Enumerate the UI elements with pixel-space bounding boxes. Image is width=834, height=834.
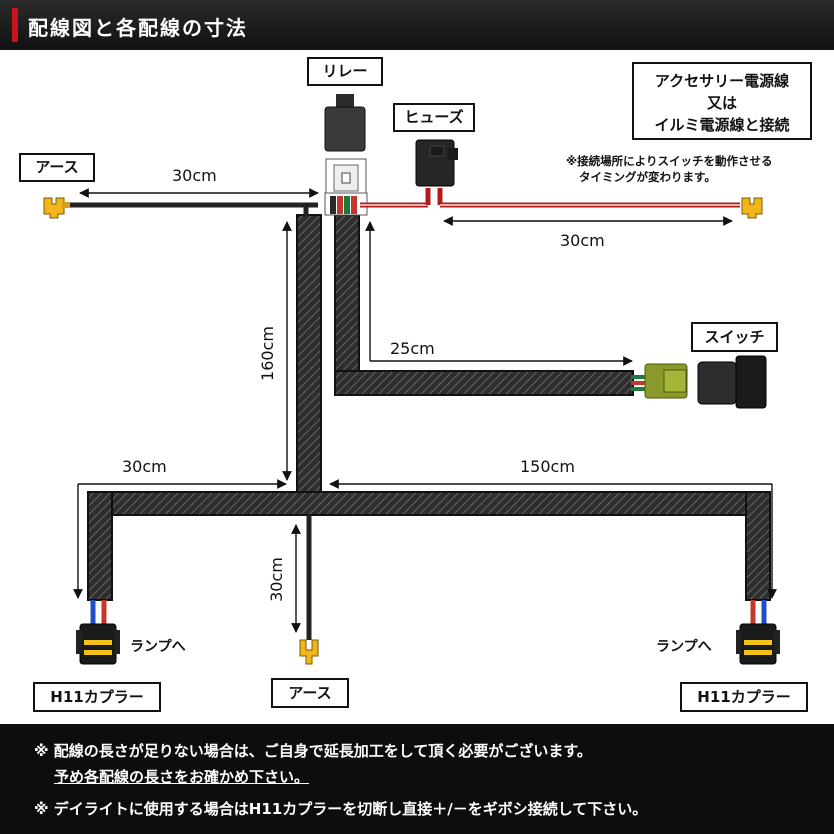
earth-terminal-bottom	[299, 639, 319, 665]
acc-terminal	[741, 197, 763, 219]
earth-terminal-top	[43, 197, 70, 219]
dim-right-branch: 150cm	[520, 457, 575, 476]
acc-box: アクセサリー電源線 又は イルミ電源線と接続	[632, 62, 812, 140]
note-2: ※ デイライトに使用する場合はH11カプラーを切断し直接＋/－をギボシ接続して下…	[34, 800, 648, 818]
h11-left-label: H11カプラー	[33, 682, 161, 712]
harness-switch-branch	[334, 214, 634, 396]
lamp-right-label: ランプへ	[656, 639, 712, 655]
earth-bottom-label: アース	[271, 678, 349, 708]
h11-right-label: H11カプラー	[680, 682, 808, 712]
dimension-arrows	[73, 188, 777, 633]
dim-switch: 25cm	[390, 339, 435, 358]
h11-right-connector	[736, 623, 780, 665]
header-accent-bar	[12, 8, 18, 42]
acc-box-line-1: アクセサリー電源線	[654, 72, 790, 90]
dim-earth-bottom: 30cm	[266, 557, 286, 602]
fuse-holder	[415, 139, 458, 187]
footer-notes: ※ 配線の長さが足りない場合は、ご自身で延長加工をして頂く必要がございます。 予…	[0, 724, 834, 834]
harness-trunk	[87, 214, 771, 601]
h11-left-wires	[90, 600, 107, 625]
relay-label: リレー	[307, 57, 383, 86]
earth-wire-top	[68, 202, 318, 216]
fuse-label: ヒューズ	[393, 103, 475, 132]
note-1-line-2: 予め各配線の長さをお確かめ下さい。	[54, 768, 310, 786]
h11-right-wires	[750, 600, 767, 625]
acc-box-line-3: イルミ電源線と接続	[654, 116, 790, 134]
earth-top-label: アース	[19, 153, 95, 182]
acc-box-line-2: 又は	[706, 94, 737, 112]
acc-wire	[360, 188, 740, 208]
page-title: 配線図と各配線の寸法	[28, 16, 248, 40]
lamp-left-label: ランプへ	[130, 639, 186, 655]
dim-trunk: 160cm	[257, 326, 277, 381]
acc-note-line-1: ※接続場所によりスイッチを動作させる	[566, 154, 773, 168]
dim-earth-top: 30cm	[172, 166, 217, 185]
header: 配線図と各配線の寸法	[0, 0, 834, 50]
switch-body	[697, 355, 767, 409]
acc-note-line-2: タイミングが変わります。	[579, 170, 716, 184]
relay	[324, 94, 368, 216]
switch-label: スイッチ	[691, 322, 778, 352]
switch-connector	[644, 363, 688, 399]
switch-wires	[631, 375, 646, 391]
h11-left-connector	[76, 623, 120, 665]
dim-left-branch: 30cm	[122, 457, 167, 476]
dim-acc: 30cm	[560, 231, 605, 250]
note-1-line-1: ※ 配線の長さが足りない場合は、ご自身で延長加工をして頂く必要がございます。	[34, 742, 592, 760]
